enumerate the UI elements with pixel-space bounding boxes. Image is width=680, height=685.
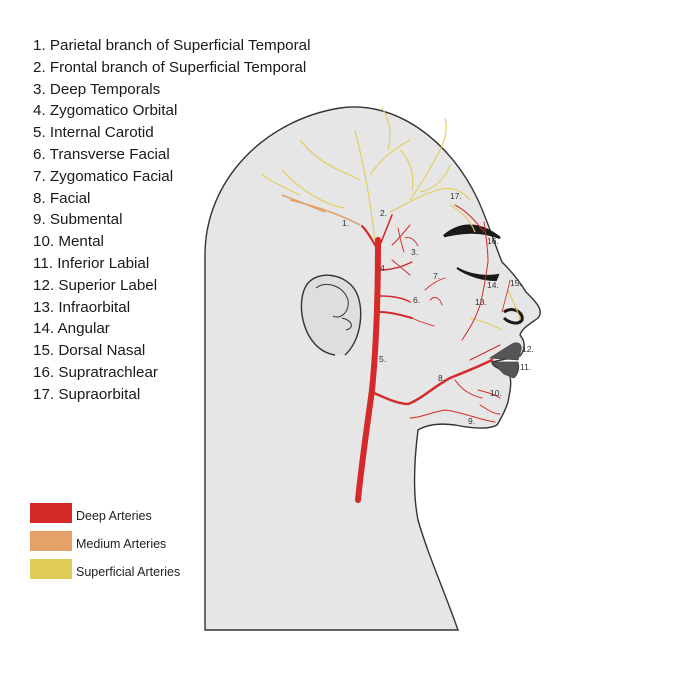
marker-4: 4. <box>380 263 387 273</box>
list-item: 14. Angular <box>33 318 310 340</box>
legend-swatch-superficial <box>30 559 72 579</box>
list-item: 8. Facial <box>33 188 310 210</box>
legend-label-superficial: Superficial Arteries <box>76 565 180 579</box>
list-item: 13. Infraorbital <box>33 297 310 319</box>
marker-5: 5. <box>379 354 386 364</box>
marker-3: 3. <box>411 247 418 257</box>
list-item: 16. Supratrachlear <box>33 362 310 384</box>
marker-6: 6. <box>413 295 420 305</box>
marker-11: 11. <box>520 362 531 372</box>
legend-label-deep: Deep Arteries <box>76 509 152 523</box>
marker-8: 8. <box>438 373 445 383</box>
list-item: 1. Parietal branch of Superficial Tempor… <box>33 35 310 57</box>
legend-swatch-deep <box>30 503 72 523</box>
list-item: 4. Zygomatico Orbital <box>33 100 310 122</box>
marker-2: 2. <box>380 208 387 218</box>
marker-9: 9. <box>468 416 475 426</box>
list-item: 3. Deep Temporals <box>33 79 310 101</box>
marker-7: 7. <box>433 271 440 281</box>
list-item: 17. Supraorbital <box>33 384 310 406</box>
list-item: 5. Internal Carotid <box>33 122 310 144</box>
marker-12: 12. <box>522 344 534 354</box>
list-item: 6. Transverse Facial <box>33 144 310 166</box>
marker-1: 1. <box>342 218 349 228</box>
legend-label-medium: Medium Arteries <box>76 537 166 551</box>
legend-item-deep: Deep Arteries <box>30 500 180 526</box>
legend-item-medium: Medium Arteries <box>30 528 180 554</box>
list-item: 7. Zygomatico Facial <box>33 166 310 188</box>
marker-17: 17. <box>450 191 462 201</box>
marker-15: 15. <box>510 278 522 288</box>
list-item: 10. Mental <box>33 231 310 253</box>
artery-list: 1. Parietal branch of Superficial Tempor… <box>33 35 310 406</box>
legend-swatch-medium <box>30 531 72 551</box>
list-item: 9. Submental <box>33 209 310 231</box>
list-item: 11. Inferior Labial <box>33 253 310 275</box>
legend: Deep Arteries Medium Arteries Superficia… <box>30 500 180 584</box>
marker-13: 13. <box>475 297 487 307</box>
marker-14: 14. <box>487 280 499 290</box>
list-item: 2. Frontal branch of Superficial Tempora… <box>33 57 310 79</box>
list-item: 12. Superior Label <box>33 275 310 297</box>
legend-item-superficial: Superficial Arteries <box>30 556 180 582</box>
marker-16: 16. <box>487 236 499 246</box>
marker-10: 10. <box>490 388 502 398</box>
list-item: 15. Dorsal Nasal <box>33 340 310 362</box>
